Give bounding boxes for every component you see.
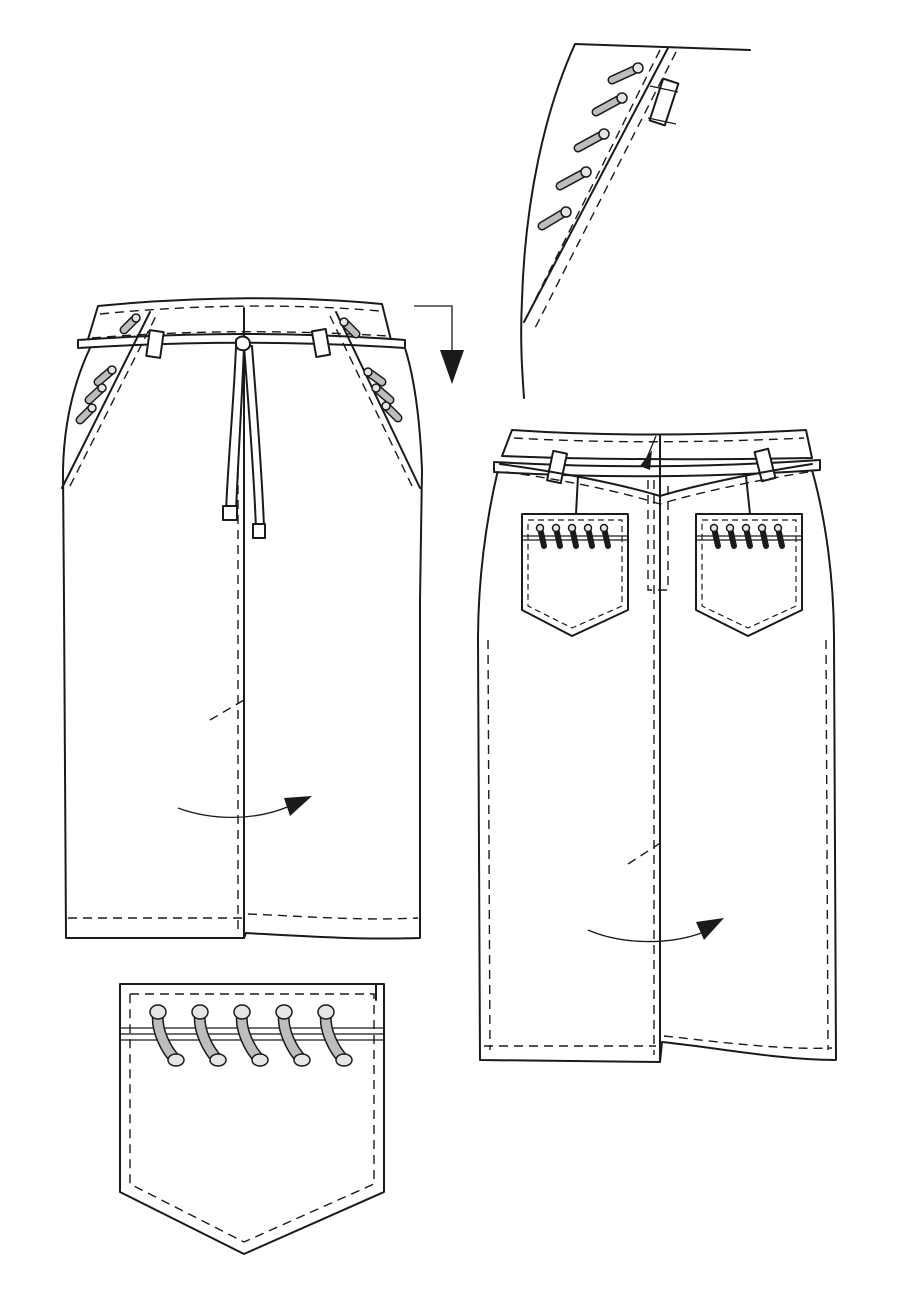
detail-top-edge — [574, 43, 751, 51]
detail-side-seam — [520, 43, 576, 399]
back-pocket-detail — [119, 983, 385, 1255]
back-view — [477, 429, 837, 1063]
arrow-down-icon — [440, 350, 464, 384]
back-skirt-outline — [477, 469, 837, 1063]
curved-arrow-icon — [587, 929, 705, 943]
front-right-lacing — [339, 317, 403, 423]
front-skirt-outline — [62, 347, 423, 940]
front-view — [61, 297, 464, 940]
drawstring-knot — [235, 335, 251, 352]
belt-loop — [648, 77, 680, 127]
drawstring-tie — [243, 345, 265, 531]
zipper-stitch — [647, 480, 669, 591]
curved-arrow-icon — [177, 804, 293, 818]
belt-loop — [546, 449, 568, 485]
front-left-lacing — [75, 313, 141, 425]
pocket-outline — [119, 983, 385, 1255]
left-pocket-opening — [61, 311, 151, 489]
belt-loop — [310, 327, 332, 359]
back-pocket-right — [695, 475, 803, 637]
right-pocket-opening — [335, 311, 421, 489]
belt-loop — [753, 447, 777, 483]
back-pocket-left — [521, 475, 629, 637]
pocket-lacing — [149, 1004, 353, 1067]
back-waistband — [501, 429, 813, 461]
drawstring-tie — [225, 345, 245, 513]
side-lacing-detail — [520, 43, 751, 399]
detail-lacing — [537, 62, 644, 231]
back-belt — [493, 459, 821, 478]
belt-loop — [145, 329, 165, 359]
